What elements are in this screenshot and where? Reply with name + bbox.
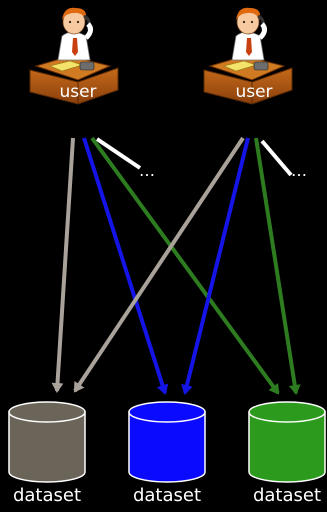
more-line-2: [260, 139, 293, 177]
user-label-2: user: [235, 82, 273, 102]
user-label-1: user: [59, 82, 97, 102]
arrow-user1-to-dataset2: [82, 137, 169, 395]
dataset-label-1: dataset: [12, 485, 82, 506]
arrow-user2-to-dataset3: [254, 137, 301, 395]
more-line-1: [95, 137, 142, 170]
arrow-user2-to-dataset2: [181, 137, 250, 395]
arrow-user1-to-dataset1: [51, 137, 75, 393]
dataset-label-2: dataset: [132, 485, 202, 506]
dataset-label-3: dataset: [252, 485, 322, 506]
dataset-cylinder-3: [248, 401, 326, 483]
more-users-ellipsis-1: …: [139, 161, 155, 180]
more-users-ellipsis-2: …: [291, 161, 307, 180]
dataset-cylinder-2: [128, 401, 206, 483]
user-figure-2: [203, 7, 293, 105]
dataset-cylinder-1: [8, 401, 86, 483]
arrow-user2-to-dataset1: [73, 136, 245, 393]
arrow-user1-to-dataset3: [90, 136, 280, 395]
user-figure-1: [29, 7, 119, 105]
